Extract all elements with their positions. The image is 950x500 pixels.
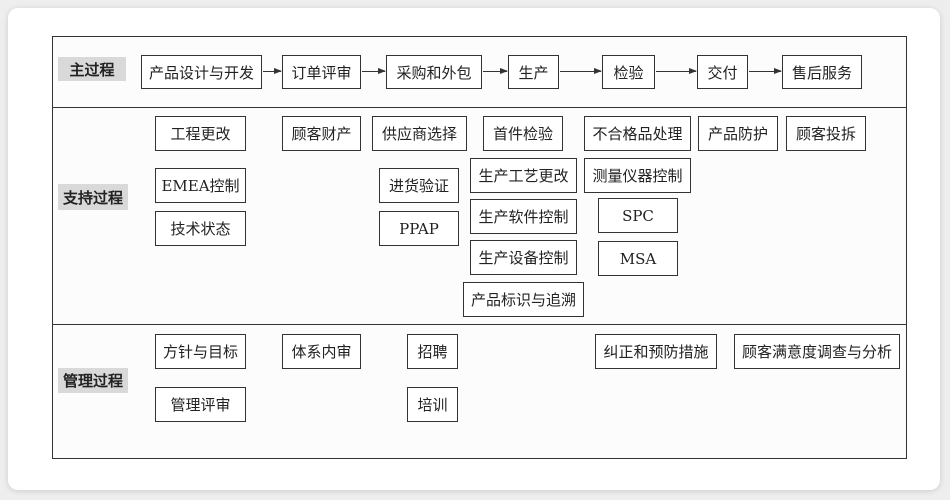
support-item: 生产设备控制 bbox=[470, 240, 577, 275]
support-item: PPAP bbox=[379, 211, 459, 246]
support-item: 进货验证 bbox=[379, 168, 459, 203]
main-step: 采购和外包 bbox=[386, 55, 482, 89]
management-item: 方针与目标 bbox=[155, 334, 246, 369]
support-item: 测量仪器控制 bbox=[584, 158, 691, 193]
support-item: 顾客投拆 bbox=[786, 116, 866, 151]
support-item: 生产软件控制 bbox=[470, 199, 577, 234]
support-item: 生产工艺更改 bbox=[470, 158, 577, 193]
support-item: 产品标识与追溯 bbox=[463, 282, 584, 317]
main-step: 交付 bbox=[697, 55, 748, 89]
support-item: 工程更改 bbox=[155, 116, 246, 151]
arrow bbox=[483, 68, 508, 74]
arrow bbox=[560, 68, 602, 74]
main-step: 订单评审 bbox=[282, 55, 361, 89]
section-label-support: 支持过程 bbox=[58, 184, 128, 210]
arrow bbox=[656, 68, 697, 74]
section-label-management: 管理过程 bbox=[58, 368, 128, 393]
divider bbox=[52, 324, 907, 325]
main-step: 产品设计与开发 bbox=[141, 55, 262, 89]
support-item: 产品防护 bbox=[698, 116, 778, 151]
support-item: 供应商选择 bbox=[372, 116, 467, 151]
management-item: 体系内审 bbox=[282, 334, 361, 369]
section-label-main: 主过程 bbox=[58, 57, 126, 81]
support-item: EMEA控制 bbox=[155, 168, 246, 203]
management-item: 纠正和预防措施 bbox=[595, 334, 717, 369]
arrow bbox=[362, 68, 386, 74]
main-step: 生产 bbox=[508, 55, 559, 89]
divider bbox=[52, 107, 907, 108]
support-item: 顾客财产 bbox=[282, 116, 361, 151]
management-item: 顾客满意度调查与分析 bbox=[734, 334, 900, 369]
main-step: 售后服务 bbox=[782, 55, 862, 89]
arrow bbox=[263, 68, 282, 74]
support-item: MSA bbox=[598, 241, 678, 276]
support-item: 不合格品处理 bbox=[584, 116, 691, 151]
management-item: 招聘 bbox=[407, 334, 458, 369]
arrow bbox=[749, 68, 782, 74]
support-item: 首件检验 bbox=[483, 116, 563, 151]
support-item: 技术状态 bbox=[155, 211, 246, 246]
main-step: 检验 bbox=[602, 55, 655, 89]
management-item: 培训 bbox=[407, 387, 458, 422]
support-item: SPC bbox=[598, 198, 678, 233]
management-item: 管理评审 bbox=[155, 387, 246, 422]
